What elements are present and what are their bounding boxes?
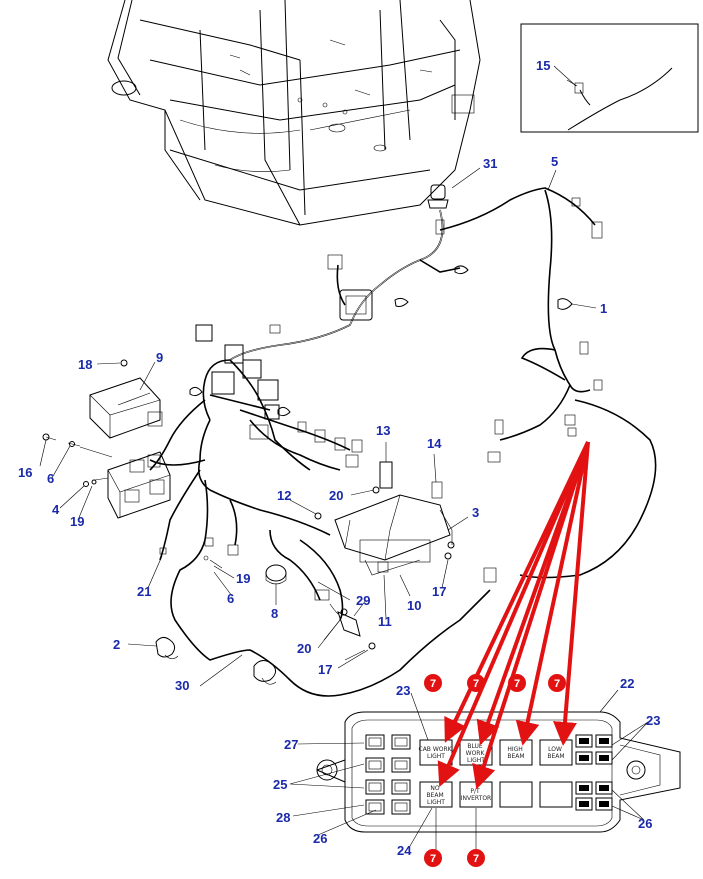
marker-7-d-label: 7 xyxy=(554,678,560,690)
callout-16: 16 xyxy=(18,465,32,480)
callout-9: 9 xyxy=(156,350,163,365)
callout-4: 4 xyxy=(52,502,60,517)
marker-7-c xyxy=(508,674,526,692)
callout-8: 8 xyxy=(271,606,278,621)
callout-17b: 17 xyxy=(318,662,332,677)
callout-6b: 6 xyxy=(227,591,234,606)
relay-label-low-beam: LOW BEAM xyxy=(547,746,564,760)
callout-numbers: 15 31 5 1 18 9 13 14 16 6 4 19 20 12 3 2… xyxy=(18,58,660,858)
marker-7-b xyxy=(467,674,485,692)
callout-2: 2 xyxy=(113,637,120,652)
callout-19a: 19 xyxy=(70,514,84,529)
callout-28: 28 xyxy=(276,810,290,825)
callout-31: 31 xyxy=(483,156,497,171)
marker-7-e-label: 7 xyxy=(430,853,436,865)
relay-slot-5 xyxy=(419,781,453,808)
marker-7-f-label: 7 xyxy=(473,853,479,865)
callout-13: 13 xyxy=(376,423,390,438)
callout-24: 24 xyxy=(397,843,412,858)
callout-3: 3 xyxy=(472,505,479,520)
callout-1: 1 xyxy=(600,301,607,316)
callout-18: 18 xyxy=(78,357,92,372)
harness-connectors xyxy=(42,184,603,685)
marker-7-f xyxy=(467,849,485,867)
callout-6a: 6 xyxy=(47,471,54,486)
callout-26a: 26 xyxy=(313,831,327,846)
marker-7-b-label: 7 xyxy=(473,678,479,690)
callout-15: 15 xyxy=(536,58,550,73)
callout-29: 29 xyxy=(356,593,370,608)
relay-fuse-box: CAB WORK LIGHT BLUE WORK LIGHT HIGH BEAM… xyxy=(316,711,681,833)
marker-7-a xyxy=(424,674,442,692)
callout-19b: 19 xyxy=(236,571,250,586)
callout-25: 25 xyxy=(273,777,287,792)
callout-27: 27 xyxy=(284,737,298,752)
fuse-holders-left xyxy=(365,734,411,815)
callout-22: 22 xyxy=(620,676,634,691)
callout-14: 14 xyxy=(427,436,442,451)
callout-26b: 26 xyxy=(638,816,652,831)
callout-20a: 20 xyxy=(329,488,343,503)
marker-7-e xyxy=(424,849,442,867)
callout-23a: 23 xyxy=(396,683,410,698)
relay-slot-8 xyxy=(539,781,573,808)
callout-20b: 20 xyxy=(297,641,311,656)
callout-12: 12 xyxy=(277,488,291,503)
main-wiring-harness xyxy=(149,187,657,697)
marker-7-c-label: 7 xyxy=(514,678,520,690)
callout-30: 30 xyxy=(175,678,189,693)
marker-7-a-label: 7 xyxy=(430,678,436,690)
fuse-holders-right xyxy=(575,734,613,811)
inset-detail-box xyxy=(520,23,699,133)
callout-21: 21 xyxy=(137,584,151,599)
callout-markers-7: 7 7 7 7 7 7 xyxy=(424,674,566,867)
callout-5: 5 xyxy=(551,154,558,169)
relay-label-cab-work-light: CAB WORK LIGHT xyxy=(419,746,454,760)
relay-slot-7 xyxy=(499,781,533,808)
relay-label-no-beam-light: NO BEAM LIGHT xyxy=(426,785,445,806)
cab-frame xyxy=(107,0,481,226)
callout-23b: 23 xyxy=(646,713,660,728)
relay-label-pt-invertor: P/T INVERTOR xyxy=(461,788,491,802)
callout-10: 10 xyxy=(407,598,421,613)
callout-11: 11 xyxy=(378,614,392,629)
red-arrows xyxy=(437,441,590,790)
relay-label-high-beam: HIGH BEAM xyxy=(507,746,524,760)
callout-17a: 17 xyxy=(432,584,446,599)
relay-label-blue-work-light: BLUE WORK LIGHT xyxy=(466,743,487,764)
leader-lines xyxy=(39,65,649,852)
marker-7-d xyxy=(548,674,566,692)
